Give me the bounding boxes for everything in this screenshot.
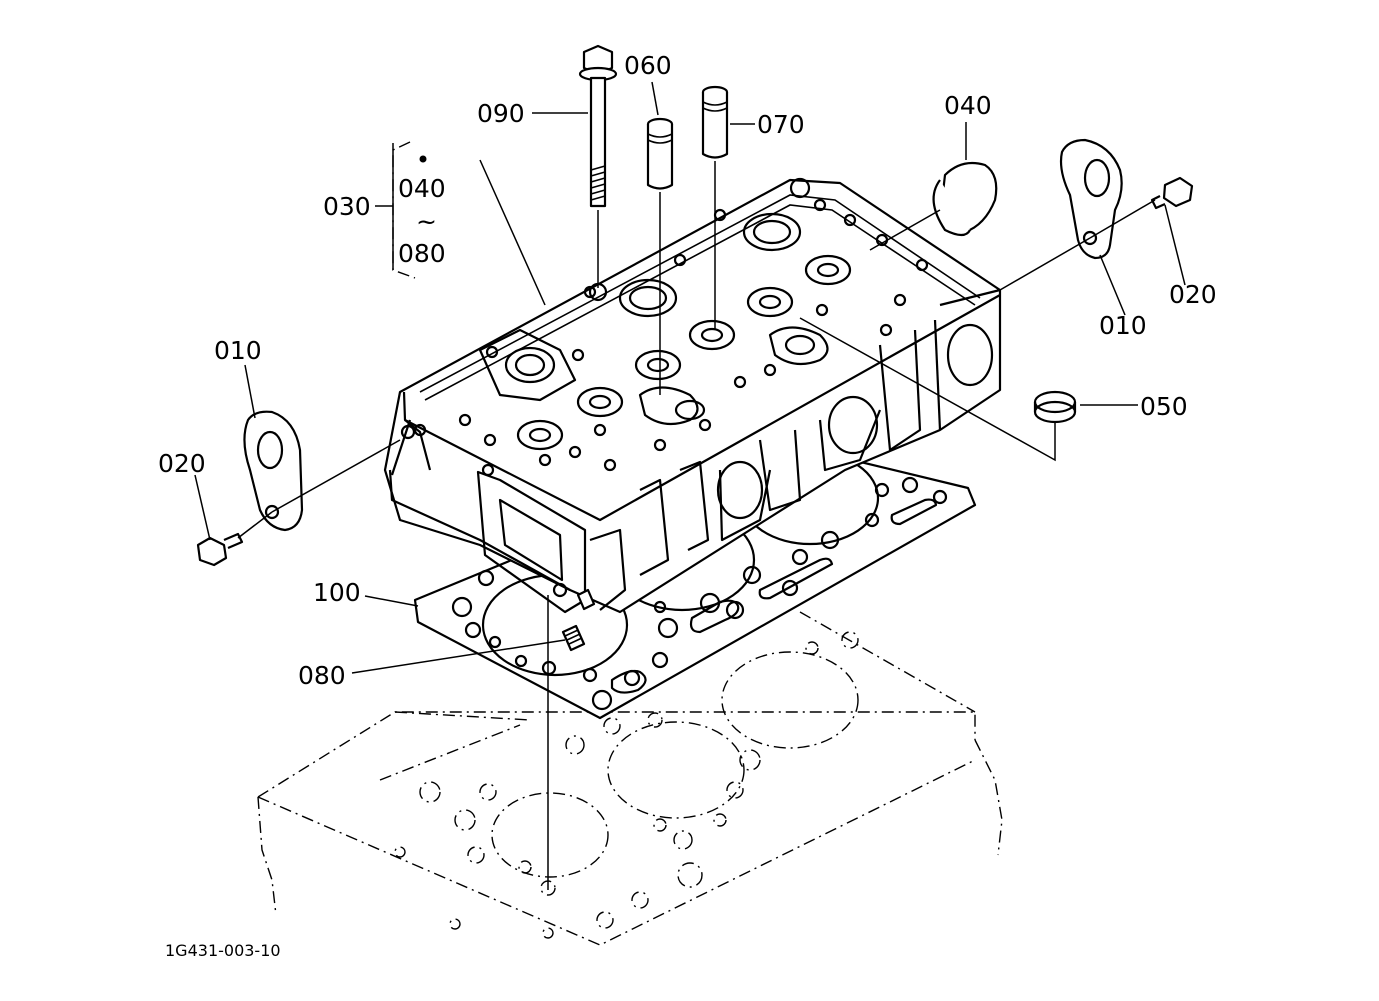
drawing-code: 1G431-003-10 (165, 941, 281, 960)
engine-hanger-right (999, 138, 1123, 291)
label-070: 070 (757, 110, 805, 139)
cylinder-block-outline (257, 611, 1003, 946)
valve-guide-060 (646, 117, 674, 395)
stud-080 (547, 588, 596, 890)
label-030-range-from: 040 (398, 174, 446, 203)
label-050: 050 (1140, 392, 1188, 421)
label-040: 040 (944, 91, 992, 120)
label-100: 100 (313, 578, 361, 607)
label-030-range-sep: ~ (416, 207, 437, 236)
collar-050 (799, 317, 1077, 462)
label-010-right: 010 (1099, 311, 1147, 340)
assembly-marker-dot (419, 155, 427, 163)
valve-guide-070 (701, 85, 729, 330)
cylinder-head (383, 177, 1002, 614)
head-bolt (578, 44, 618, 288)
label-010-left: 010 (214, 336, 262, 365)
label-020-right: 020 (1169, 280, 1217, 309)
label-080: 080 (298, 661, 346, 690)
leader-lines (194, 81, 1186, 674)
label-020-left: 020 (158, 449, 206, 478)
bolt-020-right (1089, 176, 1194, 239)
engine-hanger-left (243, 410, 401, 532)
label-090: 090 (477, 99, 525, 128)
plug-040 (869, 161, 998, 251)
label-030: 030 (323, 192, 371, 221)
part-labels: 090 060 070 040 030 040 ~ 080 010 020 01… (158, 51, 1217, 960)
label-060: 060 (624, 51, 672, 80)
label-030-range-to: 080 (398, 239, 446, 268)
